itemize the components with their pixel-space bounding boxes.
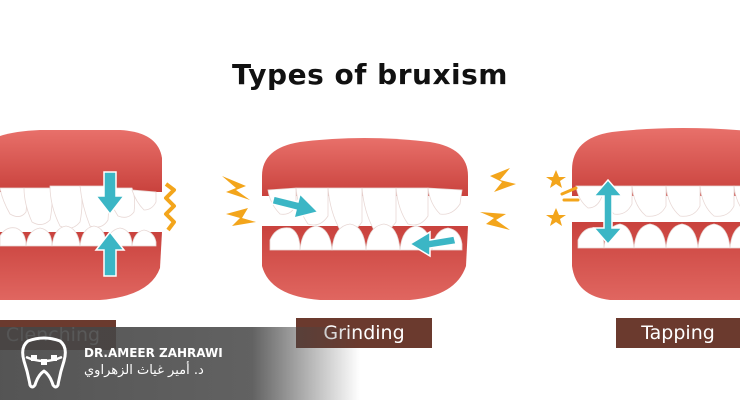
- brand-name: DR.AMEER ZAHRAWI: [84, 346, 223, 360]
- brand-banner: DR.AMEER ZAHRAWI د. أمير غياث الزهراوي: [0, 327, 360, 400]
- grind-arrow-left-icon: [408, 230, 457, 258]
- tap-spark-icon: [560, 186, 580, 202]
- clench-arrow-up-icon: [94, 230, 126, 277]
- page-title: Types of bruxism: [232, 58, 508, 91]
- grind-spark-icon: [222, 168, 516, 230]
- clench-arrow-down-icon: [94, 171, 126, 216]
- brand-name-arabic: د. أمير غياث الزهراوي: [84, 363, 204, 378]
- tap-arrow-updown-icon: [592, 178, 624, 246]
- label-tapping: Tapping: [616, 318, 740, 348]
- tap-star-icon: [546, 170, 566, 226]
- clench-spark-icon: [164, 182, 176, 232]
- tooth-braces-icon: [21, 336, 67, 389]
- clenching-jaw: [0, 130, 176, 300]
- tapping-jaw: [546, 128, 740, 300]
- grinding-jaw: [222, 138, 516, 300]
- grind-arrow-right-icon: [271, 192, 320, 220]
